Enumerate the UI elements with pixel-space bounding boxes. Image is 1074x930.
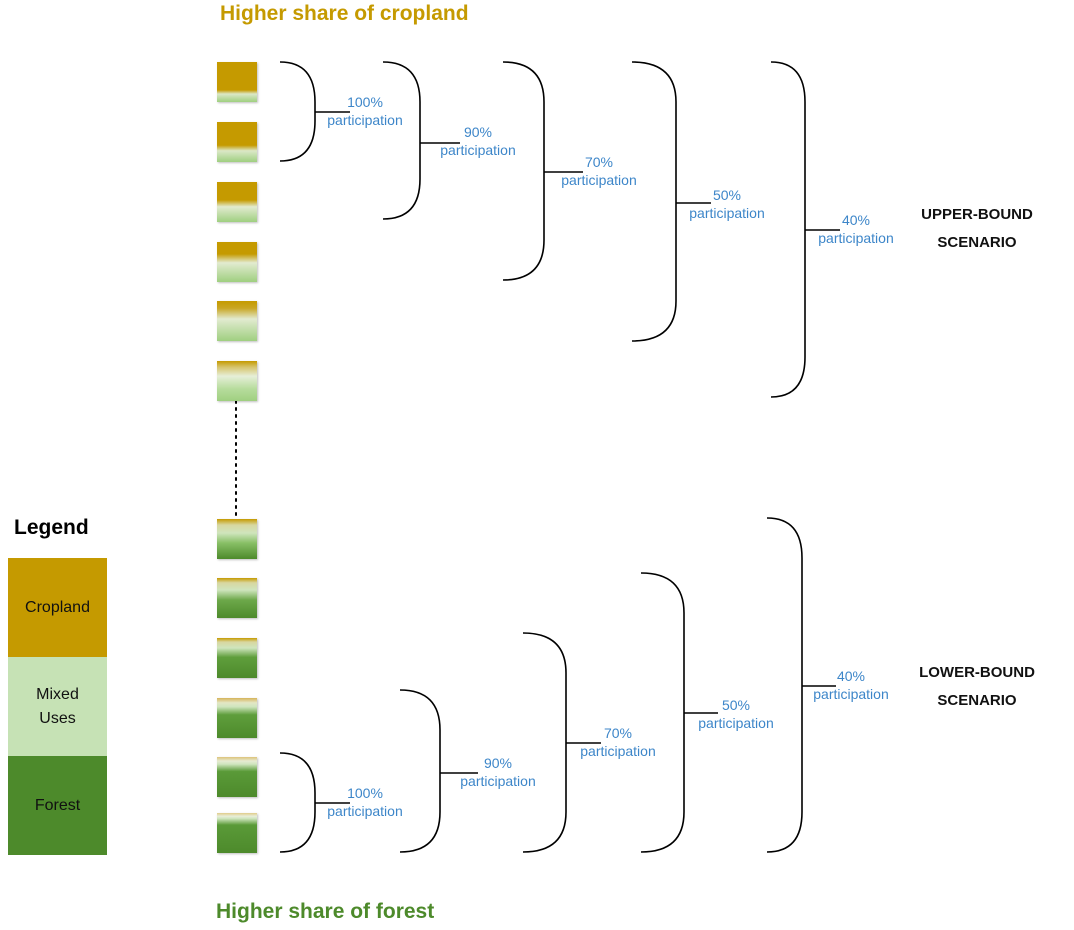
land-mix-swatch bbox=[217, 519, 257, 559]
lower-bound-scenario-label: LOWER-BOUND SCENARIO bbox=[919, 664, 1035, 709]
upper-participation-label: 50% participation bbox=[677, 186, 777, 222]
lower-bracket-1 bbox=[399, 689, 441, 853]
legend-cropland: Cropland bbox=[8, 558, 107, 657]
land-mix-swatch bbox=[217, 242, 257, 282]
participation-percent: 70% bbox=[603, 725, 633, 741]
participation-percent: 90% bbox=[463, 124, 493, 140]
forest-heading: Higher share of forest bbox=[216, 900, 435, 923]
upper-bracket-1 bbox=[382, 61, 421, 220]
upper-participation-label: 100% participation bbox=[315, 93, 415, 129]
land-mix-swatch bbox=[217, 698, 257, 738]
lower-participation-label: 40% participation bbox=[801, 667, 901, 703]
participation-percent: 40% bbox=[841, 212, 871, 228]
participation-word: participation bbox=[460, 773, 536, 789]
land-mix-swatch bbox=[217, 122, 257, 162]
participation-word: participation bbox=[327, 803, 403, 819]
land-mix-swatch bbox=[217, 62, 257, 102]
cropland-heading: Higher share of cropland bbox=[220, 2, 469, 25]
lower-participation-label: 90% participation bbox=[448, 754, 548, 790]
land-mix-swatch bbox=[217, 182, 257, 222]
participation-percent: 90% bbox=[483, 755, 513, 771]
participation-word: participation bbox=[689, 205, 765, 221]
lower-participation-label: 70% participation bbox=[568, 724, 668, 760]
land-mix-swatch bbox=[217, 578, 257, 618]
upper-participation-label: 90% participation bbox=[428, 123, 528, 159]
participation-word: participation bbox=[813, 686, 889, 702]
upper-bound-scenario-label: UPPER-BOUND SCENARIO bbox=[921, 206, 1033, 251]
upper-bracket-3 bbox=[631, 61, 677, 342]
participation-word: participation bbox=[327, 112, 403, 128]
legend-forest-label: Forest bbox=[34, 796, 81, 814]
participation-percent: 50% bbox=[721, 697, 751, 713]
lower-bracket-3 bbox=[640, 572, 685, 853]
land-mix-swatch bbox=[217, 757, 257, 797]
upper-participation-label: 70% participation bbox=[549, 153, 649, 189]
participation-percent: 100% bbox=[347, 785, 383, 801]
land-mix-swatch bbox=[217, 638, 257, 678]
participation-word: participation bbox=[580, 743, 656, 759]
legend-forest: Forest bbox=[8, 756, 107, 855]
legend-mixed-uses-label: Mixed Uses bbox=[36, 685, 79, 727]
lower-bracket-2 bbox=[522, 632, 567, 853]
legend-title: Legend bbox=[14, 516, 89, 539]
lower-bracket-0 bbox=[279, 752, 316, 853]
lower-participation-label: 50% participation bbox=[686, 696, 786, 732]
land-mix-swatch bbox=[217, 813, 257, 853]
upper-bracket-0 bbox=[279, 61, 316, 162]
participation-percent: 70% bbox=[584, 154, 614, 170]
upper-bracket-4 bbox=[770, 61, 806, 398]
upper-bracket-2 bbox=[502, 61, 545, 281]
legend-mixed-uses: Mixed Uses bbox=[8, 657, 107, 756]
participation-word: participation bbox=[561, 172, 637, 188]
upper-participation-label: 40% participation bbox=[806, 211, 906, 247]
land-mix-swatch bbox=[217, 301, 257, 341]
participation-word: participation bbox=[440, 142, 516, 158]
participation-percent: 100% bbox=[347, 94, 383, 110]
participation-word: participation bbox=[698, 715, 774, 731]
lower-bracket-4 bbox=[766, 517, 803, 853]
lower-participation-label: 100% participation bbox=[315, 784, 415, 820]
land-mix-swatch bbox=[217, 361, 257, 401]
participation-percent: 50% bbox=[712, 187, 742, 203]
participation-percent: 40% bbox=[836, 668, 866, 684]
participation-word: participation bbox=[818, 230, 894, 246]
legend-cropland-label: Cropland bbox=[25, 598, 90, 616]
